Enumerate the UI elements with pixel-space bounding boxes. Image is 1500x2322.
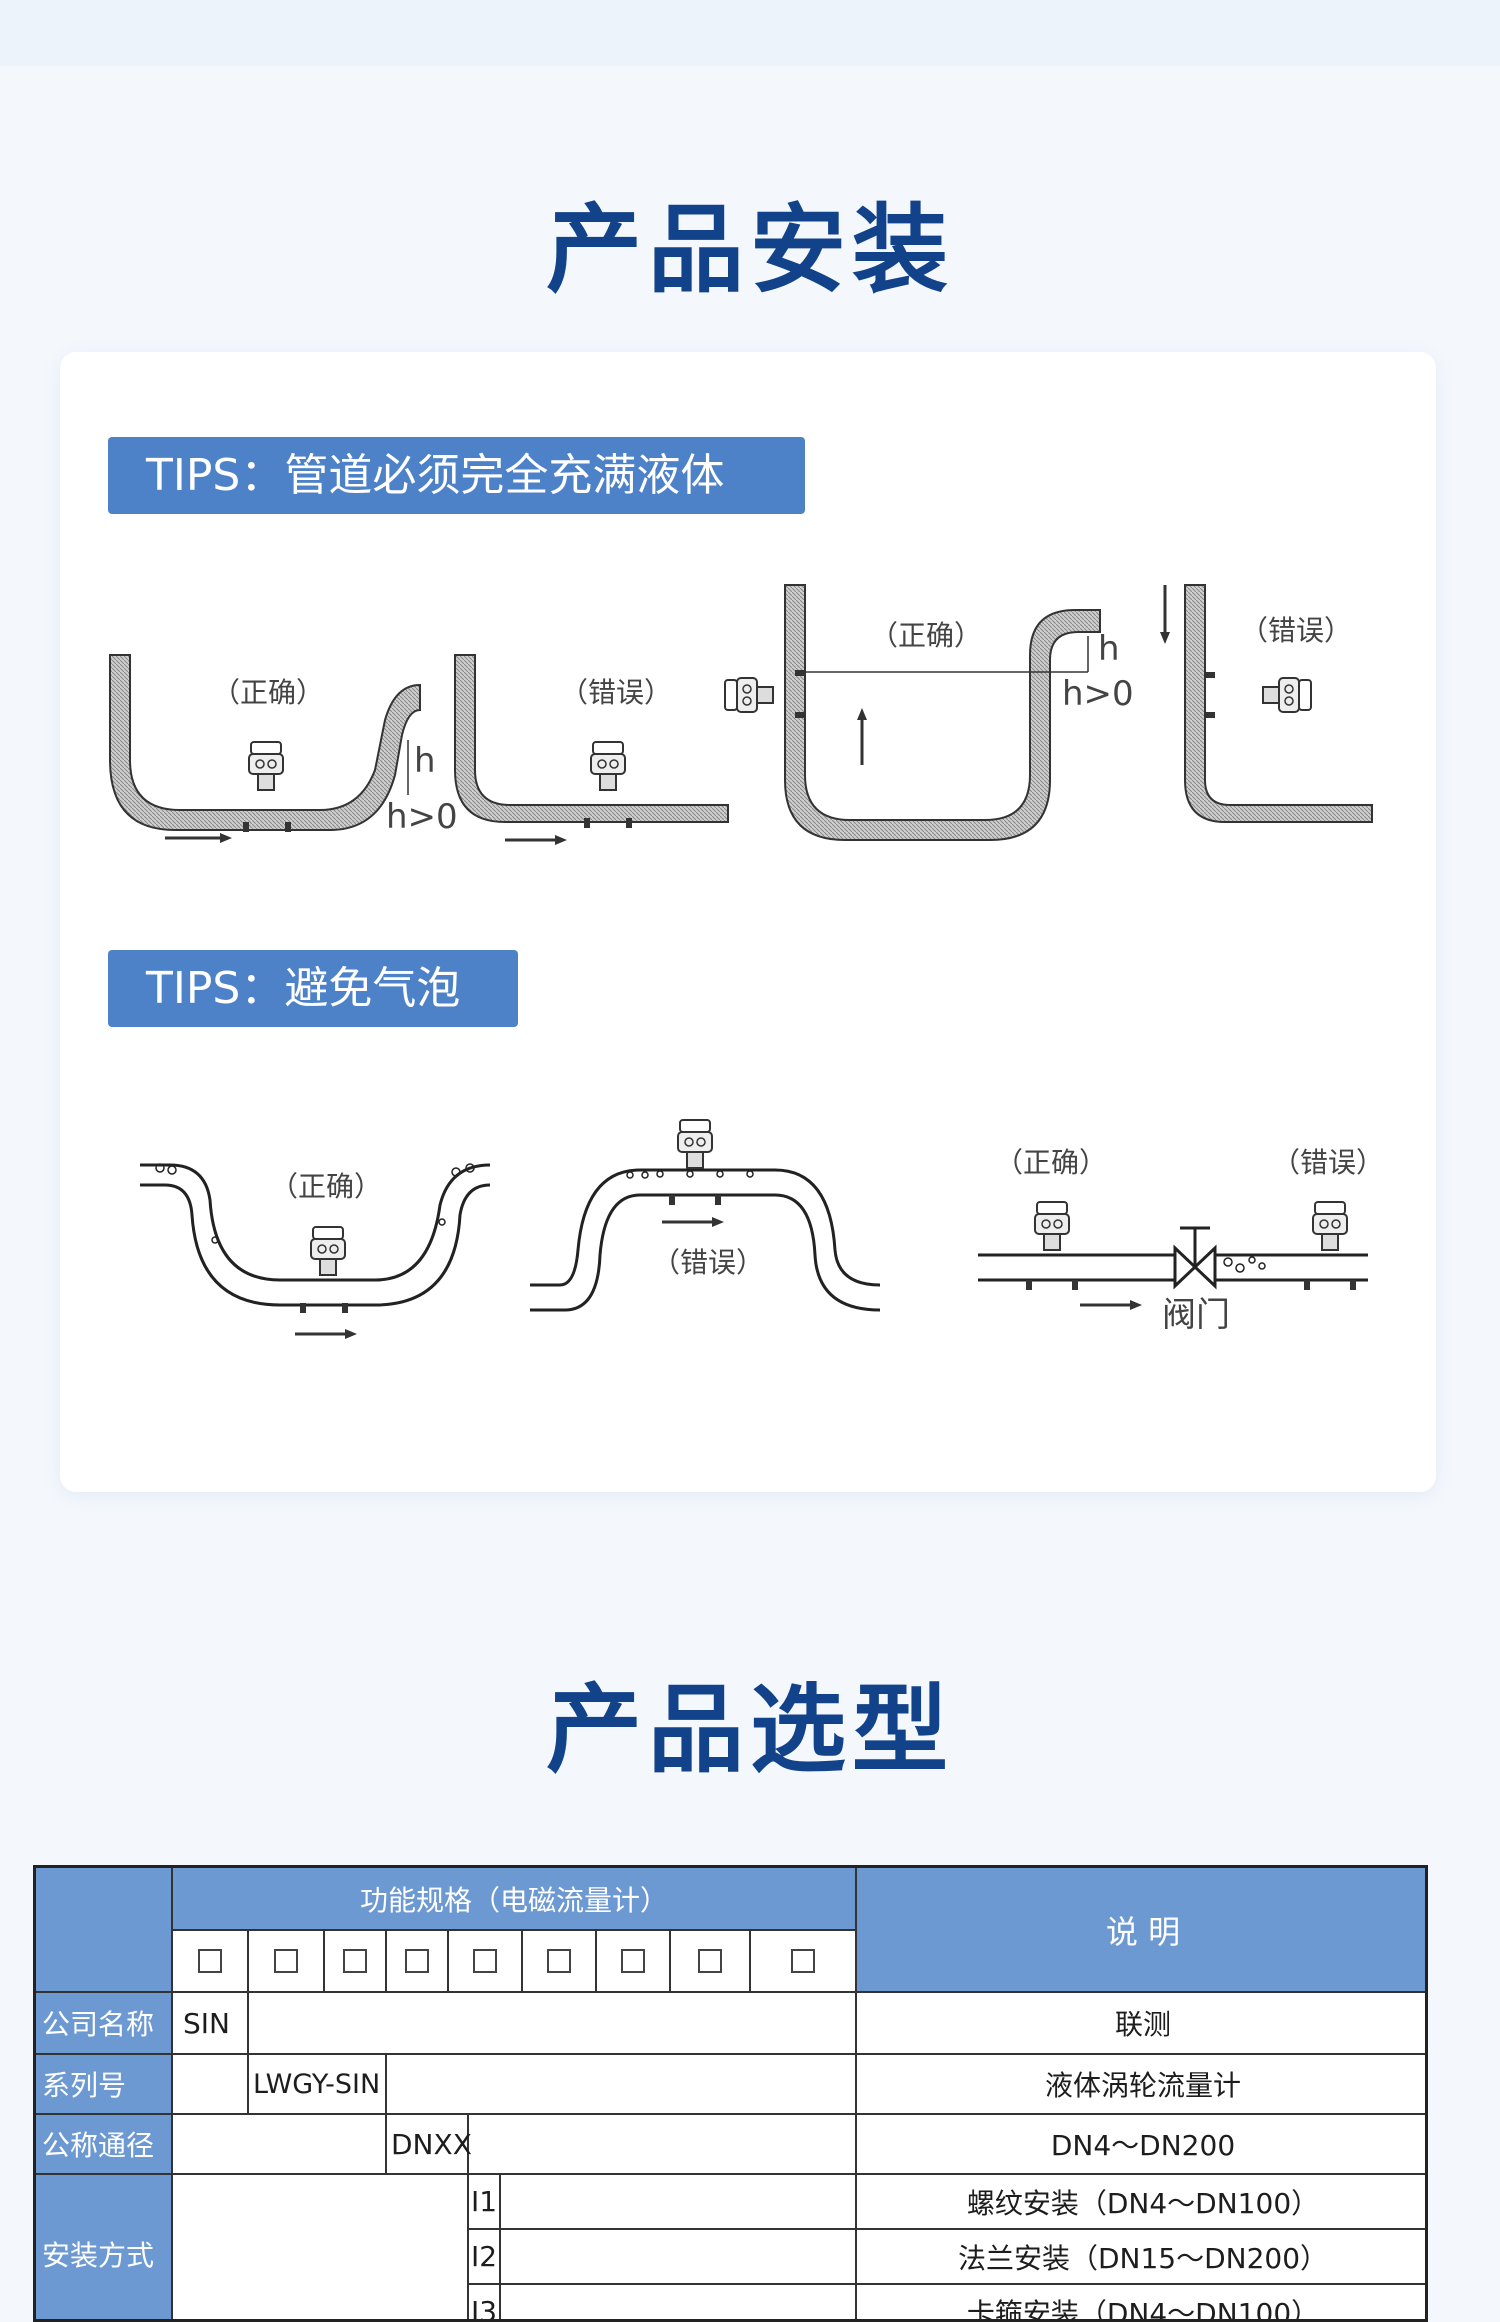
label-correct-3: （正确） — [270, 1170, 382, 1203]
section-title-selection: 产品选型 — [546, 1674, 954, 1786]
row-desc-diameter: DN4～DN200 — [857, 2115, 1425, 2175]
row-empty — [469, 2115, 857, 2175]
top-band — [0, 0, 1500, 66]
spec-box — [387, 1931, 449, 1993]
row-code-company: SIN — [173, 1993, 249, 2055]
selection-table: 功能规格（电磁流量计） 说 明 公司名称 SIN 联测 系列号 LWGY-SIN… — [33, 1865, 1428, 2322]
row-code-series: LWGY-SIN — [249, 2055, 387, 2115]
table-corner — [36, 1868, 173, 1993]
spec-box — [597, 1931, 671, 1993]
row-empty — [173, 2175, 469, 2319]
install-card — [60, 352, 1436, 1492]
row-desc-company: 联测 — [857, 1993, 1425, 2055]
spec-box — [325, 1931, 387, 1993]
table-header-desc: 说 明 — [857, 1868, 1425, 1993]
label-correct-2: （正确） — [870, 619, 982, 652]
row-desc-series: 液体涡轮流量计 — [857, 2055, 1425, 2115]
section-title-install: 产品安装 — [546, 194, 954, 306]
label-wrong-1: （错误） — [560, 676, 672, 709]
tip-banner-full-pipe: TIPS：管道必须完全充满液体 — [108, 437, 805, 514]
row-code-diameter: DNXX — [387, 2115, 472, 2175]
row-empty — [501, 2230, 857, 2285]
diagram-bubble-correct — [140, 1163, 491, 1307]
diagram-full-pipe-wrong-1 — [454, 654, 729, 845]
label-valve: 阀门 — [1162, 1295, 1230, 1335]
row-empty — [501, 2175, 857, 2230]
label-h-gt-0-2: h>0 — [1062, 674, 1134, 714]
row-label-diameter: 公称通径 — [36, 2115, 173, 2175]
label-wrong-2: （错误） — [1240, 614, 1352, 647]
label-h-gt-0-1: h>0 — [386, 797, 458, 837]
row-code-install-3: I3 — [469, 2285, 501, 2319]
tip-banner-avoid-bubbles: TIPS：避免气泡 — [108, 950, 518, 1027]
diagram-full-pipe-correct-1 — [109, 654, 421, 843]
spec-box — [671, 1931, 751, 1993]
row-empty — [501, 2285, 857, 2319]
label-h-1: h — [414, 741, 436, 781]
row-empty — [249, 1993, 857, 2055]
row-label-install: 安装方式 — [36, 2175, 173, 2319]
row-desc-install-1: 螺纹安装（DN4～DN100） — [857, 2175, 1425, 2230]
diagram-bubble-valve — [978, 1226, 1368, 1290]
row-label-company: 公司名称 — [36, 1993, 173, 2055]
spec-box — [249, 1931, 325, 1993]
row-desc-install-3: 卡箍安装（DN4～DN100） — [857, 2285, 1425, 2320]
install-diagrams: （正确） h h>0 （错误） （正确） h h>0 （错误） — [109, 584, 1384, 1339]
label-wrong-3: （错误） — [652, 1246, 764, 1279]
row-empty — [173, 2115, 387, 2175]
spec-box — [173, 1931, 249, 1993]
label-wrong-4: （错误） — [1272, 1146, 1384, 1179]
row-code-install-1: I1 — [469, 2175, 501, 2230]
diagram-bubble-wrong-1 — [530, 1168, 881, 1312]
spec-box — [449, 1931, 523, 1993]
label-h-2: h — [1098, 629, 1120, 669]
row-label-series: 系列号 — [36, 2055, 173, 2115]
label-correct-4: （正确） — [995, 1146, 1107, 1179]
row-empty — [387, 2055, 857, 2115]
spec-box — [751, 1931, 857, 1993]
diagram-full-pipe-correct-2 — [724, 584, 1101, 841]
row-code-install-2: I2 — [469, 2230, 501, 2285]
diagram-full-pipe-wrong-2 — [1160, 584, 1373, 823]
table-header-spec: 功能规格（电磁流量计） — [173, 1868, 857, 1931]
label-correct-1: （正确） — [212, 676, 324, 709]
row-empty — [173, 2055, 249, 2115]
row-desc-install-2: 法兰安装（DN15～DN200） — [857, 2230, 1425, 2285]
spec-box — [523, 1931, 597, 1993]
